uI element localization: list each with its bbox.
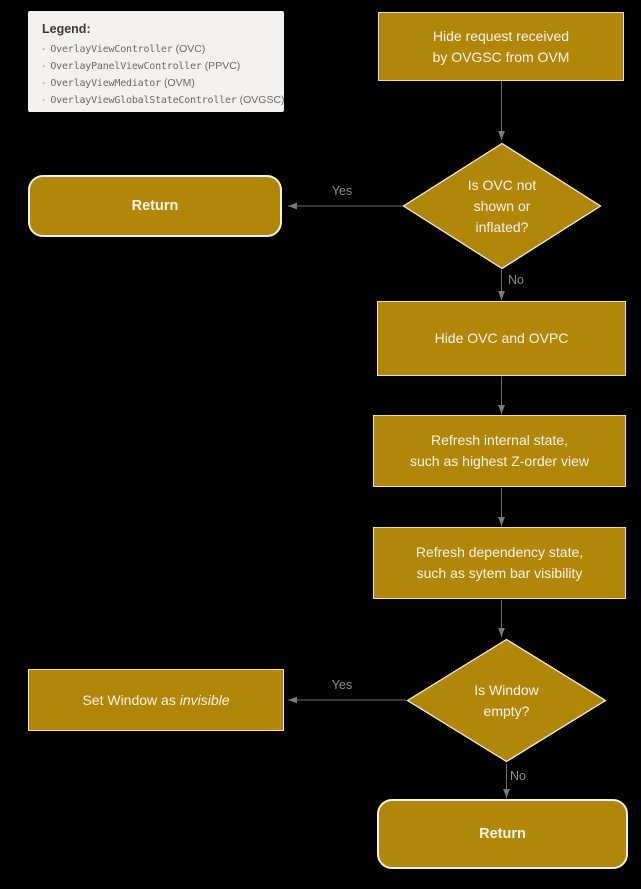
legend-item-abbr: (OVM) [163, 77, 195, 89]
diamond-shape [406, 638, 607, 763]
diamond-shape [402, 142, 602, 270]
legend-item-ppvc: -OverlayPanelViewController(PPVC) [42, 58, 270, 75]
legend-item-name: OverlayPanelViewController [50, 61, 202, 72]
legend-item-name: OverlayViewMediator [50, 78, 161, 89]
invisible-italic-text: invisible [179, 691, 230, 708]
legend-item-abbr: (OVGSC) [239, 94, 285, 106]
node-refresh-dependency-state: Refresh dependency state, such as sytem … [373, 527, 626, 599]
legend-bullet: - [42, 44, 46, 55]
legend-title: Legend: [42, 22, 91, 36]
node-refresh-internal-state: Refresh internal state, such as highest … [373, 415, 626, 487]
edge-label-window-yes: Yes [331, 678, 353, 692]
edge-label-ovc-yes: Yes [331, 184, 353, 198]
node-decision-window-empty: Is Window empty? [406, 638, 607, 763]
decision-window-label: Is Window empty? [474, 681, 539, 719]
legend-item-name: OverlayViewController [50, 44, 173, 55]
legend-item-ovc: -OverlayViewController(OVC) [42, 41, 270, 58]
decision-ovc-label: Is OVC not shown or inflated? [467, 176, 537, 235]
node-set-window-invisible: Set Window as invisible [28, 669, 284, 731]
legend-item-abbr: (OVC) [175, 43, 206, 55]
legend-bullet: - [42, 61, 46, 72]
legend-bullet: - [42, 78, 46, 89]
edge-label-ovc-no: No [508, 273, 524, 287]
legend-bullet: - [42, 95, 46, 106]
node-start-hide-request: Hide request received by OVGSC from OVM [378, 12, 624, 81]
node-decision-ovc-shown: Is OVC not shown or inflated? [402, 142, 602, 270]
legend-item-abbr: (PPVC) [204, 60, 241, 72]
node-return-top: Return [28, 175, 282, 237]
node-hide-ovc-ovpc: Hide OVC and OVPC [377, 301, 626, 376]
legend-item-ovm: -OverlayViewMediator(OVM) [42, 75, 270, 92]
edge-label-window-no: No [510, 769, 526, 783]
legend-item-name: OverlayViewGlobalStateController [50, 95, 237, 106]
legend-panel: Legend: -OverlayViewController(OVC) -Ove… [28, 11, 285, 112]
set-window-label: Set Window as invisible [82, 691, 230, 708]
legend-item-ovgsc: -OverlayViewGlobalStateController(OVGSC) [42, 92, 285, 109]
node-return-bottom: Return [377, 799, 628, 869]
